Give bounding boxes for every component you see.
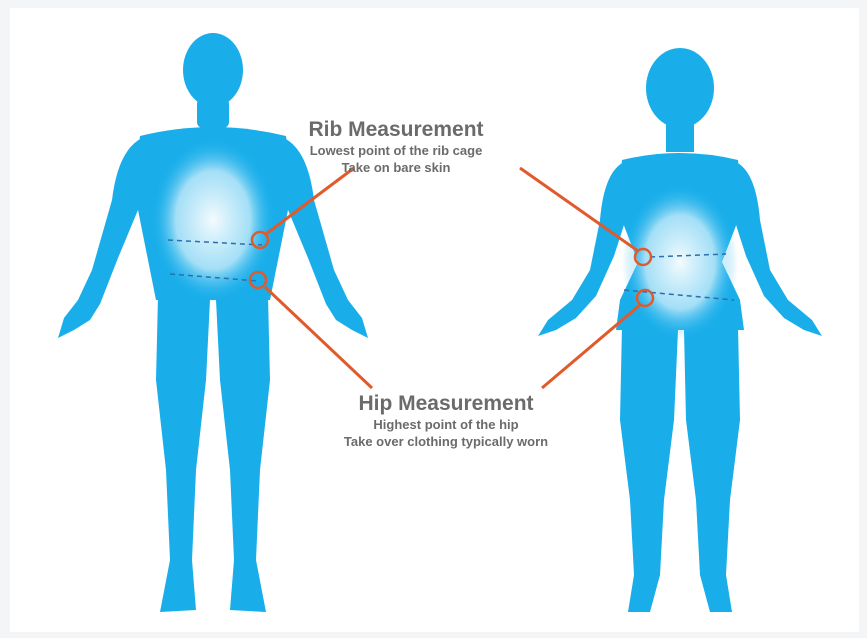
rib-measurement-line-2: Take on bare skin xyxy=(296,159,496,176)
female-figure xyxy=(538,48,822,612)
rib-measurement-line-1: Lowest point of the rib cage xyxy=(296,142,496,159)
rib-measurement-label: Rib Measurement Lowest point of the rib … xyxy=(296,118,496,176)
hip-measurement-label: Hip Measurement Highest point of the hip… xyxy=(276,392,616,450)
female-torso-highlight xyxy=(622,184,738,340)
hip-pointer-male xyxy=(265,287,372,388)
hip-measurement-line-2: Take over clothing typically worn xyxy=(276,433,616,450)
male-torso-highlight xyxy=(151,138,275,302)
hip-measurement-line-1: Highest point of the hip xyxy=(276,416,616,433)
rib-measurement-title: Rib Measurement xyxy=(296,118,496,142)
hip-measurement-title: Hip Measurement xyxy=(276,392,616,416)
